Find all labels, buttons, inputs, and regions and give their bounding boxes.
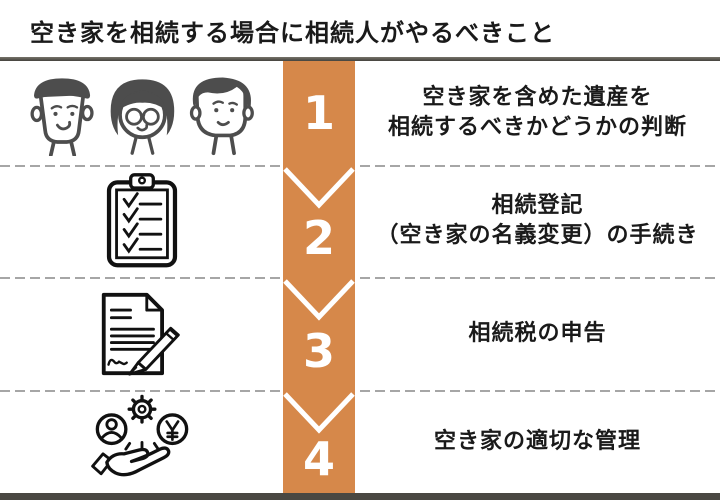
chevron-down-icon: [283, 392, 355, 434]
chevron-down-icon: [283, 279, 355, 321]
step-3-icon-cell: [0, 277, 283, 390]
chevron-down-icon: [283, 167, 355, 209]
heirs-family-icon: [30, 77, 254, 156]
step-row-1: 1 空き家を含めた遺産を 相続するべきかどうかの判断: [0, 61, 720, 165]
step-4-marker: 4: [283, 390, 355, 493]
step-1-line-1: 空き家を含めた遺産を: [422, 85, 653, 110]
step-4-icon-cell: [0, 390, 283, 493]
step-3-marker: 3: [283, 277, 355, 390]
step-number-3: 3: [302, 323, 335, 378]
step-3-description: 相続税の申告: [355, 277, 720, 390]
step-number-4: 4: [302, 431, 335, 486]
step-row-3: 3 相続税の申告: [0, 277, 720, 390]
document-pen-icon: [101, 292, 180, 376]
step-4-line-1: 空き家の適切な管理: [433, 428, 641, 454]
steps-list: 1 空き家を含めた遺産を 相続するべきかどうかの判断: [0, 61, 720, 493]
step-1-marker: 1: [283, 61, 355, 165]
step-2-marker: 2: [283, 165, 355, 277]
step-number-1: 1: [302, 86, 335, 140]
step-1-description: 空き家を含めた遺産を 相続するべきかどうかの判断: [355, 61, 720, 165]
step-2-line-1: 相続登記: [491, 193, 584, 218]
bottom-bar: [0, 493, 720, 500]
step-3-line-1: 相続税の申告: [468, 320, 607, 346]
step-row-4: 4 空き家の適切な管理: [0, 390, 720, 493]
step-2-line-2: （空き家の名義変更）の手続き: [376, 223, 699, 248]
hand-assets-icon: [90, 394, 188, 477]
step-2-icon-cell: [0, 165, 283, 277]
checklist-clipboard-icon: [106, 173, 177, 268]
step-1-icon-cell: [0, 61, 283, 165]
step-1-line-2: 相続するべきかどうかの判断: [387, 115, 687, 140]
page-title: 空き家を相続する場合に相続人がやるべきこと: [30, 19, 555, 47]
step-2-description: 相続登記 （空き家の名義変更）の手続き: [355, 165, 720, 277]
step-row-2: 2 相続登記 （空き家の名義変更）の手続き: [0, 165, 720, 277]
title-divider: [0, 57, 720, 61]
step-4-description: 空き家の適切な管理: [355, 390, 720, 493]
step-number-2: 2: [302, 211, 335, 265]
title-band: 空き家を相続する場合に相続人がやるべきこと: [0, 0, 720, 57]
